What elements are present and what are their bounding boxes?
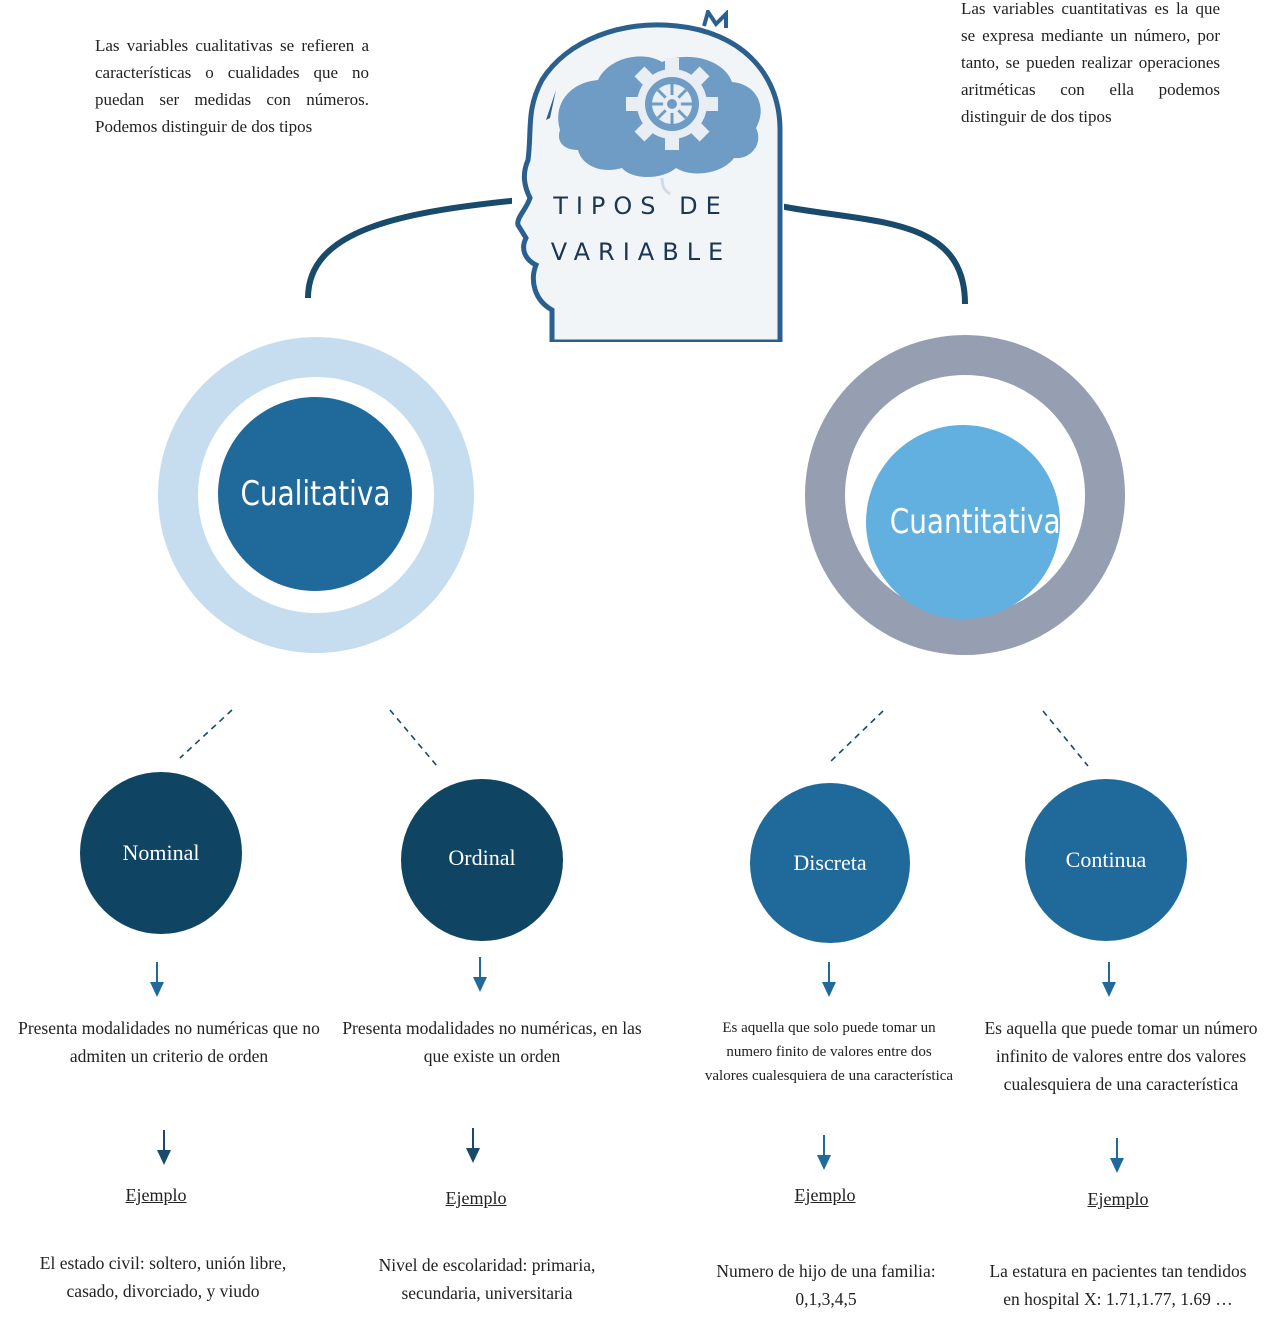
continua-example: La estatura en pacientes tan tendidos en…	[989, 1261, 1247, 1309]
arrow-down-icon	[1110, 1138, 1124, 1173]
title-line-1: TIPOS DE	[553, 192, 729, 220]
left-connector	[305, 197, 521, 299]
discreta-description: Es aquella que solo puede tomar un numer…	[704, 1020, 954, 1084]
continua-description: Es aquella que puede tomar un número inf…	[984, 1018, 1258, 1094]
arrow-down-icon	[466, 1128, 480, 1163]
nominal-node: Nominal	[80, 772, 242, 934]
continua-example-heading: Ejemplo	[1087, 1189, 1149, 1209]
cualitativa-label: Cualitativa	[239, 474, 390, 514]
ordinal-node: Ordinal	[401, 779, 563, 941]
nominal-description: Presenta modalidades no numéricas que no…	[18, 1018, 320, 1066]
cuantitativa-node: Cuantitativa	[866, 425, 1060, 619]
discreta-label: Discreta	[793, 850, 867, 875]
ordinal-label: Ordinal	[448, 845, 516, 870]
dashed-connector-discreta	[829, 710, 884, 763]
nominal-example-heading: Ejemplo	[125, 1185, 187, 1205]
ordinal-description: Presenta modalidades no numéricas, en la…	[342, 1018, 642, 1066]
arrow-down-icon	[157, 1130, 171, 1165]
continua-label: Continua	[1065, 847, 1147, 872]
nominal-example: El estado civil: soltero, unión libre, c…	[39, 1253, 287, 1301]
arrow-down-icon	[817, 1135, 831, 1170]
discreta-example: Numero de hijo de una familia: 0,1,3,4,5	[716, 1261, 936, 1309]
continua-node: Continua	[1025, 779, 1187, 941]
ordinal-example-heading: Ejemplo	[445, 1188, 507, 1208]
cualitativa-node: Cualitativa	[218, 397, 412, 591]
dashed-connector-continua	[1042, 710, 1089, 767]
gear-icon	[626, 58, 718, 150]
arrow-down-icon	[1102, 962, 1116, 997]
nominal-label: Nominal	[122, 840, 200, 865]
arrow-down-icon	[150, 962, 164, 997]
discreta-example-heading: Ejemplo	[794, 1185, 856, 1205]
dashed-connector-ordinal	[389, 709, 438, 767]
right-connector	[759, 199, 968, 305]
intro-left-text: Las variables cualitativas se refieren a…	[95, 36, 369, 136]
head-silhouette-icon	[512, 10, 784, 342]
arrow-down-icon	[822, 962, 836, 997]
discreta-node: Discreta	[750, 783, 910, 943]
cuantitativa-label: Cuantitativa	[889, 502, 1061, 542]
ordinal-example: Nivel de escolaridad: primaria, secundar…	[378, 1255, 596, 1303]
dashed-connector-nominal	[179, 709, 233, 759]
arrow-down-icon	[473, 957, 487, 992]
title-line-2: VARIABLE	[550, 238, 732, 266]
intro-right-text: Las variables cuantitativas es la que se…	[961, 0, 1220, 126]
